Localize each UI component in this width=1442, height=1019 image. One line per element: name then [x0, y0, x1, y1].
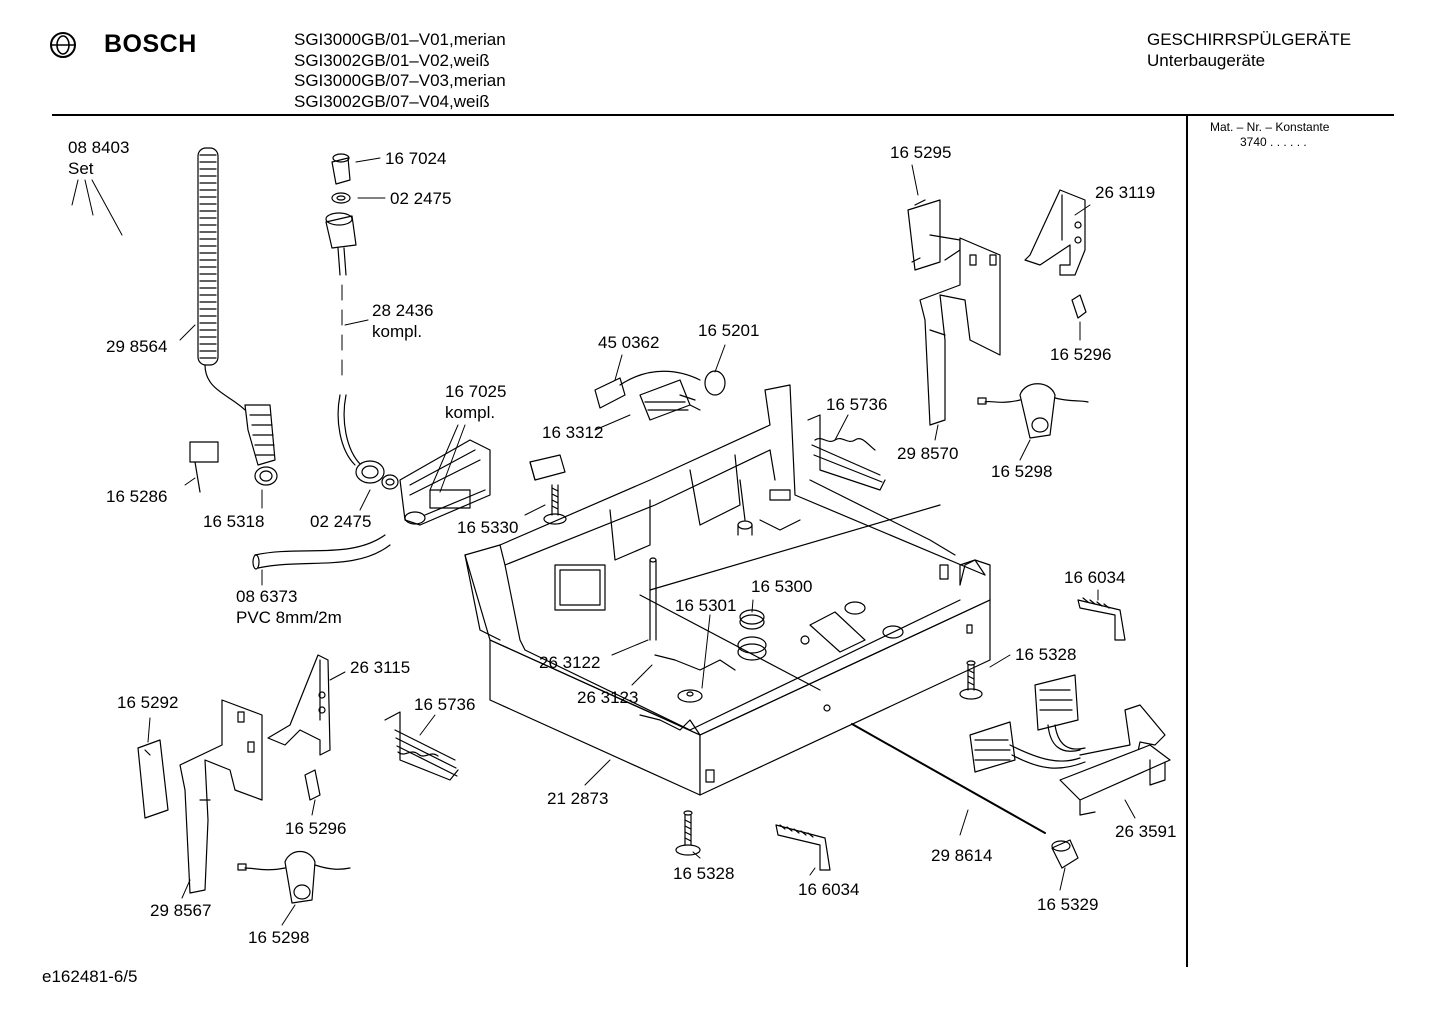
small-electrical-parts-drawing [529, 370, 726, 525]
part-label: 29 8570 [897, 444, 958, 463]
spring-lower-drawing [384, 711, 459, 781]
footer-code: e162481-6/5 [42, 967, 138, 986]
rod-drawing [851, 723, 1079, 869]
part-label: 26 3119 [1095, 183, 1155, 202]
category-block: GESCHIRRSPÜLGERÄTE Unterbaugeräte [1147, 30, 1351, 71]
part-label: 16 5286 [106, 487, 167, 506]
bosch-armature-icon [50, 32, 76, 58]
part-labels: 08 8403 Set 29 8564 16 7024 02 2475 28 2… [68, 138, 1176, 947]
part-label: 16 5318 [203, 512, 264, 531]
corrugated-hose-drawing [197, 147, 278, 486]
model-line: SGI3002GB/07–V04,weiß [294, 91, 490, 111]
part-label: 02 2475 [390, 189, 451, 208]
part-label: 16 6034 [798, 880, 859, 899]
part-label: 16 5328 [673, 864, 734, 883]
part-label: 26 3115 [350, 658, 410, 677]
part-label: 28 2436 [372, 301, 433, 320]
model-line: SGI3000GB/01–V01,merian [294, 30, 506, 49]
part-label: 16 5736 [826, 395, 887, 414]
sidebar-title: Mat. – Nr. – Konstante [1210, 120, 1330, 134]
part-label: 29 8567 [150, 901, 211, 920]
spring-upper-drawing [807, 414, 886, 491]
part-label: 16 5329 [1037, 895, 1098, 914]
brand-name: BOSCH [104, 30, 197, 58]
sidebar-value: 3740 . . . . . . [1240, 135, 1307, 149]
part-label: 16 5292 [117, 693, 178, 712]
part-label: 16 3312 [542, 423, 603, 442]
base-frame-drawing [464, 384, 991, 796]
connector-upper-drawing [1077, 597, 1126, 641]
foot-screw-lower-drawing [675, 810, 701, 856]
model-line: SGI3002GB/01–V02,weiß [294, 50, 490, 70]
part-label: kompl. [445, 403, 495, 422]
part-label: 16 5296 [1050, 345, 1111, 364]
part-label: 16 5298 [248, 928, 309, 947]
pvc-tube-drawing [252, 534, 391, 570]
leader-lines [71, 157, 1136, 926]
clip-drawing [189, 441, 219, 493]
part-label: 16 5330 [457, 518, 518, 537]
part-label: 21 2873 [547, 789, 608, 808]
model-list: SGI3000GB/01–V01,merian SGI3002GB/01–V02… [294, 30, 506, 112]
left-hinge-drawing [137, 654, 351, 904]
foot-screw-upper-drawing [959, 660, 983, 700]
sidebar-divider [1186, 116, 1188, 967]
part-label: 29 8564 [106, 337, 167, 356]
inlet-valve-drawing [325, 153, 491, 526]
part-label: 16 6034 [1064, 568, 1125, 587]
category-title: GESCHIRRSPÜLGERÄTE [1147, 30, 1352, 49]
right-hinge-drawing [907, 189, 1089, 439]
part-label: 08 8403 [68, 138, 129, 157]
header-rule [52, 114, 1394, 116]
part-label: 45 0362 [598, 333, 659, 352]
brand-logo [48, 30, 78, 65]
category-subtitle: Unterbaugeräte [1147, 50, 1266, 70]
part-label: 16 5328 [1015, 645, 1076, 664]
part-label: 29 8614 [931, 846, 992, 865]
part-label: 16 5298 [991, 462, 1052, 481]
part-label: 16 5201 [698, 321, 759, 340]
part-label: PVC 8mm/2m [236, 608, 342, 627]
part-label: 16 5301 [675, 596, 736, 615]
part-label: 26 3591 [1115, 822, 1176, 841]
part-label: kompl. [372, 322, 422, 341]
part-label: 16 5295 [890, 143, 951, 162]
part-label: Set [68, 159, 94, 178]
wiring-harness-drawing [969, 674, 1171, 816]
part-label: 16 5300 [751, 577, 812, 596]
part-label: 26 3122 [539, 653, 600, 672]
part-label: 16 7024 [385, 149, 446, 168]
part-label: 02 2475 [310, 512, 371, 531]
connector-lower-drawing [775, 824, 831, 871]
part-label: 16 5296 [285, 819, 346, 838]
part-label: 26 3123 [577, 688, 638, 707]
part-label: 08 6373 [236, 587, 297, 606]
part-label: 16 7025 [445, 382, 506, 401]
part-label: 16 5736 [414, 695, 475, 714]
model-line: SGI3000GB/07–V03,merian [294, 71, 506, 90]
